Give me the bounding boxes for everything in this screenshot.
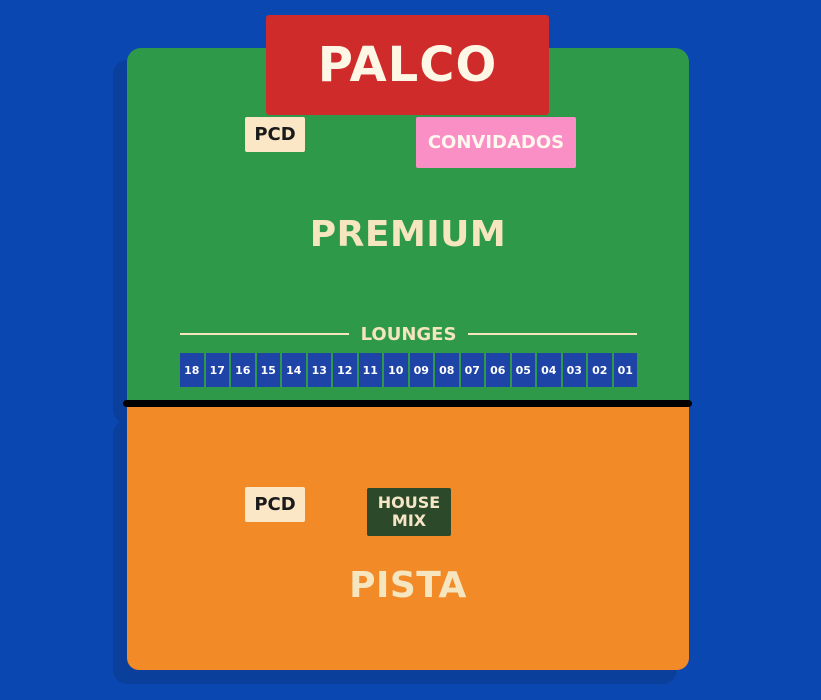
lounge-01[interactable]: 01 [613, 353, 637, 387]
lounge-04[interactable]: 04 [537, 353, 561, 387]
lounge-12[interactable]: 12 [333, 353, 357, 387]
housemix-line1: HOUSE [377, 493, 441, 512]
lounges-heading: LOUNGES [180, 322, 638, 346]
zone-divider [123, 400, 692, 407]
lounge-05[interactable]: 05 [511, 353, 535, 387]
housemix-area[interactable]: HOUSE MIX [367, 488, 451, 536]
lounges-heading-text: LOUNGES [360, 323, 457, 345]
lounge-13[interactable]: 13 [307, 353, 331, 387]
lounge-08[interactable]: 08 [435, 353, 459, 387]
lounges-heading-line-left [180, 333, 349, 335]
lounge-02[interactable]: 02 [588, 353, 612, 387]
pcd-area-premium[interactable]: PCD [245, 117, 305, 152]
lounge-15[interactable]: 15 [256, 353, 280, 387]
stage[interactable]: PALCO [266, 15, 549, 115]
lounges-heading-line-right [468, 333, 638, 335]
lounge-09[interactable]: 09 [409, 353, 433, 387]
pista-label: PISTA [349, 565, 467, 606]
lounge-14[interactable]: 14 [282, 353, 306, 387]
pcd-area-pista[interactable]: PCD [245, 487, 305, 522]
lounge-16[interactable]: 16 [231, 353, 255, 387]
lounge-07[interactable]: 07 [460, 353, 484, 387]
lounge-03[interactable]: 03 [562, 353, 586, 387]
housemix-line2: MIX [391, 511, 427, 530]
lounge-06[interactable]: 06 [486, 353, 510, 387]
pista-zone[interactable] [127, 405, 689, 670]
lounge-10[interactable]: 10 [384, 353, 408, 387]
lounge-17[interactable]: 17 [205, 353, 229, 387]
guests-area[interactable]: CONVIDADOS [416, 117, 576, 168]
lounge-18[interactable]: 18 [180, 353, 204, 387]
lounge-11[interactable]: 11 [358, 353, 382, 387]
premium-label: PREMIUM [309, 214, 507, 255]
